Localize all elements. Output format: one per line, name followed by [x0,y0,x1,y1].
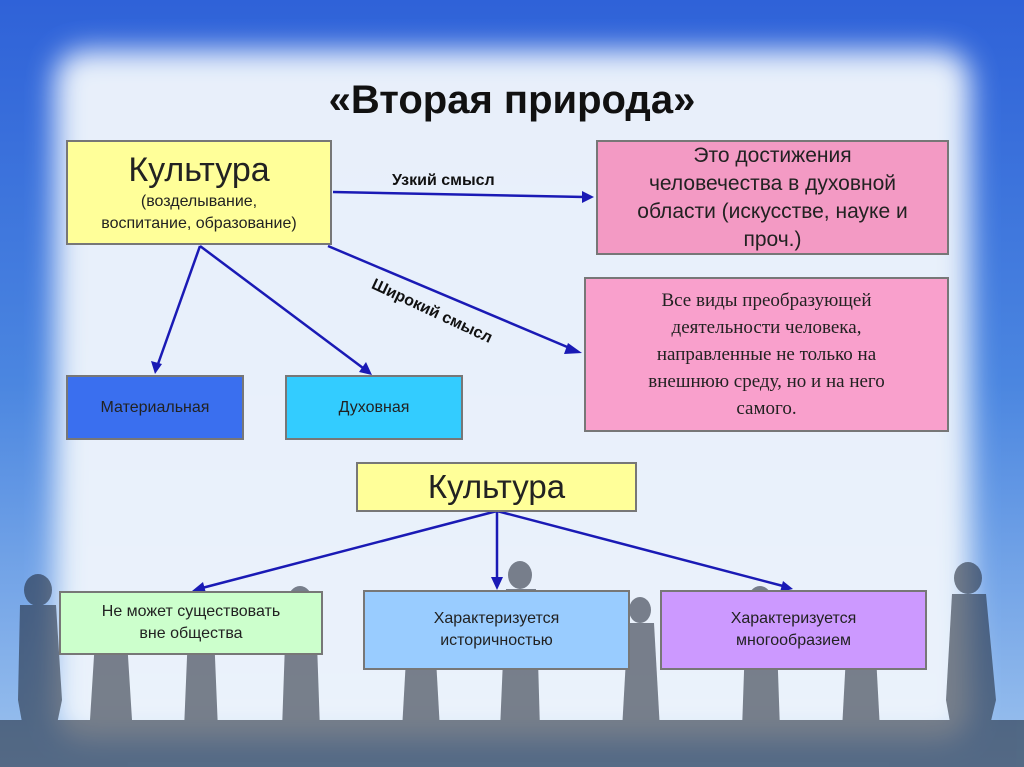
narrow-definition-box: Это достижения человечества в духовной о… [596,140,949,255]
trait-society-line2: вне общества [139,625,243,642]
wide-def-line2: деятельности человека, [671,317,862,338]
connector-arrows [151,190,793,593]
material-culture-label: Материальная [100,398,210,416]
spiritual-culture-box: Духовная [285,375,463,440]
narrow-def-line3: области (искусстве, науке и [637,199,908,223]
culture-top-heading: Культура [128,150,270,189]
wide-def-line1: Все виды преобразующей [661,290,872,311]
culture-mid-box: Культура [356,462,637,512]
trait-diversity-line1: Характеризуется [730,610,857,627]
trait-historicity-box: Характеризуется историчностью [363,590,630,670]
wide-def-line4: внешнюю среду, но и на него [648,371,885,392]
narrow-def-line4: проч.) [743,227,802,251]
material-culture-box: Материальная [66,375,244,440]
wide-def-line3: направленные не только на [656,344,877,365]
trait-historicity-line1: Характеризуется [433,610,560,627]
spiritual-culture-label: Духовная [338,398,410,416]
culture-top-sub-line1: (возделывание, [140,192,258,210]
wide-def-line5: самого. [736,398,797,419]
trait-society-box: Не может существовать вне общества [59,591,323,655]
page-title: «Вторая природа» [328,78,696,122]
culture-top-box: Культура (возделывание, воспитание, обра… [66,140,332,245]
culture-top-sub-line2: воспитание, образование) [101,214,297,232]
trait-diversity-box: Характеризуется многообразием [660,590,927,670]
trait-diversity-line2: многообразием [736,632,851,649]
wide-definition-box: Все виды преобразующей деятельности чело… [584,277,949,432]
narrow-meaning-label: Узкий смысл [392,172,495,189]
trait-historicity-line2: историчностью [440,632,553,649]
narrow-def-line1: Это достижения [693,143,852,167]
narrow-def-line2: человечества в духовной [648,171,897,195]
culture-mid-heading: Культура [427,468,566,505]
trait-society-line1: Не может существовать [101,603,281,620]
